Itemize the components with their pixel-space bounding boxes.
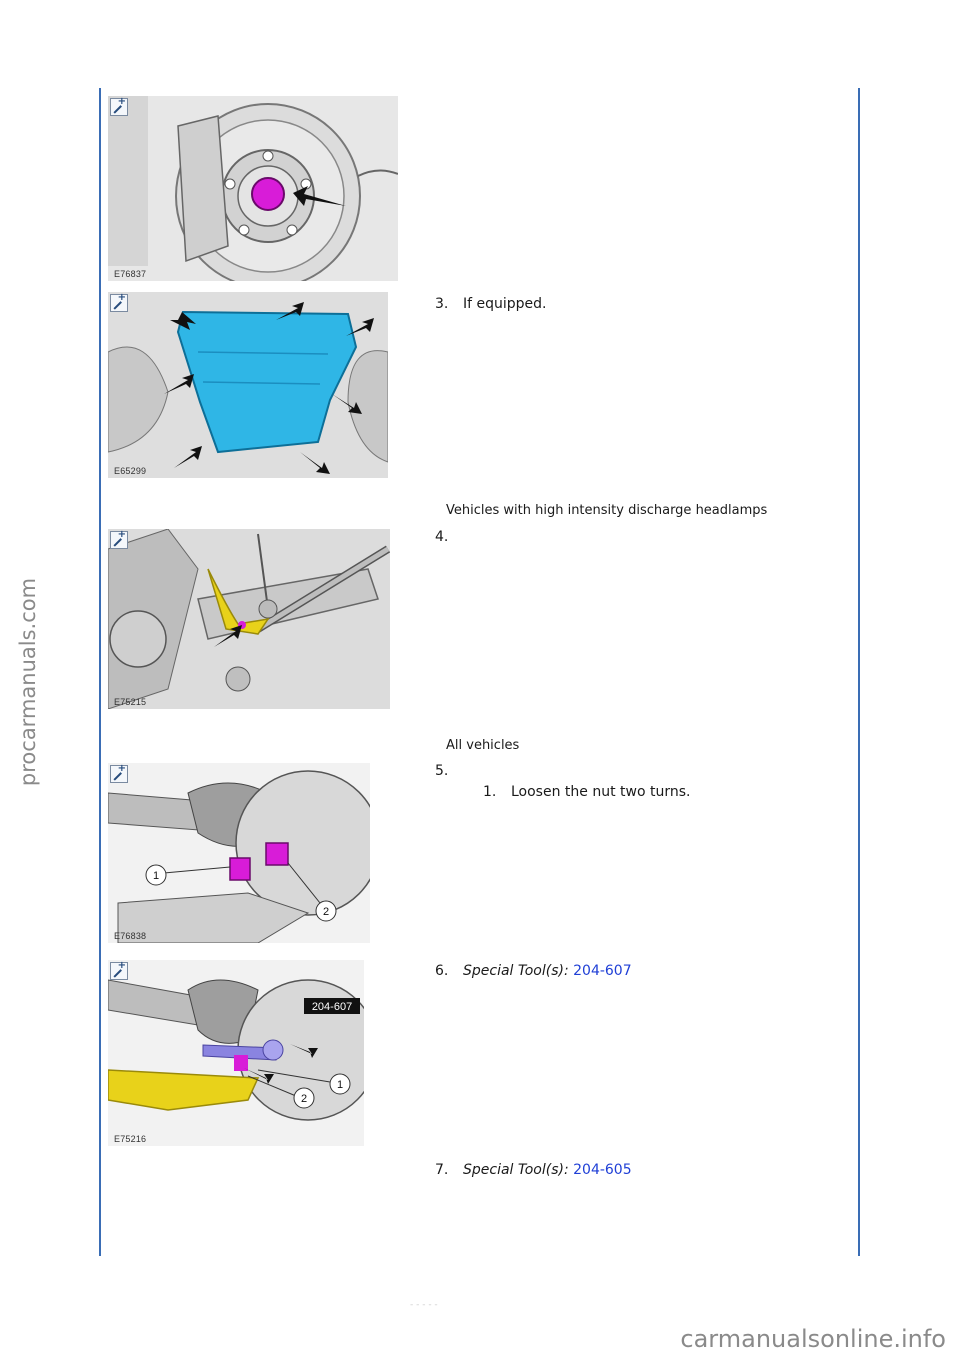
tool-label: 204-607 — [312, 1001, 352, 1013]
level-sensor-illustration — [108, 529, 390, 709]
callout-1: 1 — [153, 870, 159, 882]
callout-1: 1 — [337, 1079, 343, 1091]
step-number: 4. — [435, 529, 449, 545]
step-number: 3. — [435, 296, 449, 312]
zoom-in-icon[interactable] — [110, 96, 128, 116]
step-number: 5. — [435, 763, 449, 779]
special-tool-illustration: 204-607 1 2 — [108, 960, 364, 1146]
step-5: 5. — [435, 763, 463, 779]
section-heading-hid: Vehicles with high intensity discharge h… — [446, 503, 768, 518]
special-tool-link[interactable]: 204-607 — [573, 963, 632, 979]
figure-id: E65299 — [114, 466, 147, 476]
right-border-rule — [858, 88, 860, 1256]
figure-id: E75216 — [114, 1134, 147, 1144]
step-5-substep-1: 1. Loosen the nut two turns. — [483, 784, 690, 800]
figure-brake-disc: E76837 — [108, 96, 398, 281]
special-tools-label: Special Tool(s): — [463, 963, 569, 979]
step-text: If equipped. — [463, 296, 547, 312]
figure-id: E76838 — [114, 931, 147, 941]
underbody-shield-illustration — [108, 292, 388, 478]
left-border-rule — [99, 88, 101, 1256]
section-heading-all: All vehicles — [446, 738, 520, 753]
zoom-in-icon[interactable] — [110, 529, 128, 549]
figure-underbody-shield: E65299 — [108, 292, 388, 478]
step-3: 3. If equipped. — [435, 296, 547, 312]
callout-2: 2 — [301, 1093, 307, 1105]
zoom-in-icon[interactable] — [110, 960, 128, 980]
special-tools-label: Special Tool(s): — [463, 1162, 569, 1178]
step-number: 6. — [435, 963, 449, 979]
step-6: 6. Special Tool(s): 204-607 — [435, 963, 632, 979]
bottom-watermark: carmanualsonline.info — [680, 1325, 946, 1353]
substep-text: Loosen the nut two turns. — [511, 784, 691, 800]
figure-id: E75215 — [114, 697, 147, 707]
ball-joint-illustration: 1 2 — [108, 763, 370, 943]
step-4: 4. — [435, 529, 463, 545]
figure-ball-joint: 1 2 E76838 — [108, 763, 370, 943]
zoom-in-icon[interactable] — [110, 763, 128, 783]
side-watermark: procarmanuals.com — [16, 577, 40, 787]
figure-id: E76837 — [114, 269, 147, 279]
step-7: 7. Special Tool(s): 204-605 — [435, 1162, 632, 1178]
callout-2: 2 — [323, 906, 329, 918]
special-tool-link[interactable]: 204-605 — [573, 1162, 632, 1178]
zoom-in-icon[interactable] — [110, 292, 128, 312]
step-number: 7. — [435, 1162, 449, 1178]
figure-special-tool: 204-607 1 2 E75216 — [108, 960, 364, 1146]
page-number: - - - - - — [410, 1300, 438, 1310]
figure-level-sensor: E75215 — [108, 529, 390, 709]
brake-disc-illustration — [108, 96, 398, 281]
substep-number: 1. — [483, 784, 497, 800]
